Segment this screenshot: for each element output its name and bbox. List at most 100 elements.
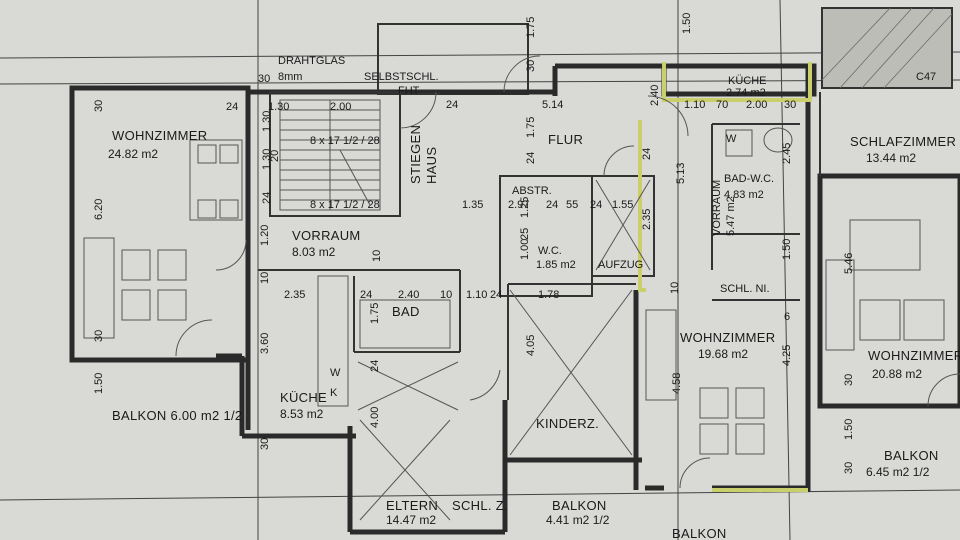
note-c47: C47 [916, 71, 936, 83]
area-kueche-left: 8.53 m2 [280, 407, 324, 421]
note-k-left: K [330, 387, 338, 399]
room-wohnzimmer-right: WOHNZIMMER [680, 330, 775, 345]
area-balkon-mid: 4.41 m2 1/2 [546, 513, 610, 527]
note-selbstschl: SELBSTSCHL. [364, 71, 439, 83]
furniture-left [83, 139, 451, 407]
dim: 10 [669, 282, 681, 294]
elevator-shaft [357, 179, 651, 521]
dim: 1.25 [519, 197, 531, 218]
dim: 5.13 [675, 163, 687, 184]
area-wohnzimmer-left: 24.82 m2 [108, 147, 158, 161]
area-bad-wc-right: 4.83 m2 [724, 189, 764, 201]
area-schlafzimmer-far: 13.44 m2 [866, 151, 916, 165]
dim: 24 [641, 148, 653, 160]
dim: 2.40 [649, 85, 661, 106]
dim: 5.14 [542, 99, 563, 111]
annotations: DRAHTGLAS 8mm SELBSTSCHL. FHT 8 x 17 1/2… [278, 55, 936, 399]
room-balkon-mid: BALKON [552, 498, 607, 513]
dim: 1.50 [681, 13, 693, 34]
room-kueche-left: KÜCHE [280, 390, 327, 405]
dim: 55 [566, 199, 578, 211]
dim: 20 [269, 150, 281, 162]
dim: 1.50 [93, 373, 105, 394]
room-kueche-right: KÜCHE [728, 75, 767, 87]
dim: 30 [525, 60, 537, 72]
dim: 24 [360, 289, 372, 301]
note-stair-top: 8 x 17 1/2 / 28 [310, 135, 380, 147]
room-wc: W.C. [538, 245, 562, 257]
dim: 5.46 [843, 253, 855, 274]
dim: 6.20 [93, 199, 105, 220]
furniture-right [645, 127, 945, 455]
room-vorraum-right: VORRAUM [711, 180, 723, 236]
note-fht: FHT [398, 85, 420, 97]
hatched-wall [821, 7, 953, 89]
room-balkon-left: BALKON 6.00 m2 1/2 [112, 408, 242, 423]
dim: 4.00 [369, 407, 381, 428]
staircase [279, 99, 381, 211]
dim: 24 [590, 199, 602, 211]
dim: 4.05 [525, 335, 537, 356]
dim: 1.10 [684, 99, 705, 111]
room-abstr: ABSTR. [512, 185, 552, 197]
dim: 24 [546, 199, 558, 211]
area-vorraum-right: 5.47 m2 [725, 196, 737, 236]
dim: 2.40 [398, 289, 419, 301]
room-vorraum-left: VORRAUM [292, 228, 361, 243]
dim: 2.00 [746, 99, 767, 111]
walls-left-unit [69, 85, 664, 535]
room-schlafzimmer-far: SCHLAFZIMMER [850, 134, 956, 149]
dim: 2.35 [284, 289, 305, 301]
dim: 2.35 [641, 209, 653, 230]
area-balkon-far: 6.45 m2 1/2 [866, 465, 930, 479]
note-w-left: W [330, 367, 341, 379]
dim: 30 [843, 462, 855, 474]
room-balkon-mid2: BALKON [672, 526, 727, 540]
room-eltern: ELTERN [386, 498, 438, 513]
dim: 70 [716, 99, 728, 111]
dim: 10 [259, 272, 271, 284]
dim: 30 [93, 330, 105, 342]
room-stiegen: STIEGEN [408, 125, 423, 184]
note-drahtglas: DRAHTGLAS [278, 55, 345, 67]
area-kueche-right: 2.74 m2 [726, 87, 766, 99]
dim: 24 [525, 152, 537, 164]
room-schl-ni: SCHL. NI. [720, 283, 770, 295]
room-schl-z: SCHL. Z. [452, 498, 508, 513]
dim: 10 [371, 250, 383, 262]
dim: 1.50 [843, 419, 855, 440]
dim: 25 [519, 228, 531, 240]
dim: 30 [843, 374, 855, 386]
dim: 30 [93, 100, 105, 112]
room-flur: FLUR [548, 132, 583, 147]
area-eltern: 14.47 m2 [386, 513, 436, 527]
room-wohnzimmer-far: WOHNZIMMER [868, 348, 960, 363]
note-w-right: W [726, 133, 737, 145]
room-aufzug: AUFZUG [598, 259, 643, 271]
dim: 1.78 [538, 289, 559, 301]
dim: 30 [784, 99, 796, 111]
dim: 1.50 [781, 239, 793, 260]
room-kinderz: KINDERZ. [536, 416, 599, 431]
dim: 1.75 [525, 17, 537, 38]
dim: 2.97 [508, 199, 529, 211]
dim: 1.30 [261, 111, 273, 132]
area-wohnzimmer-right: 19.68 m2 [698, 347, 748, 361]
dim: 4.25 [781, 345, 793, 366]
area-vorraum-left: 8.03 m2 [292, 245, 336, 259]
room-bad-wc-right: BAD-W.C. [724, 173, 774, 185]
dim: 1.00 [519, 239, 531, 260]
dim: 24 [446, 99, 458, 111]
highlight-outline [638, 62, 812, 492]
dim: 1.30 [261, 149, 273, 170]
dim: 3.60 [259, 333, 271, 354]
dim: 10 [440, 289, 452, 301]
room-balkon-far: BALKON [884, 448, 939, 463]
room-wohnzimmer-left: WOHNZIMMER [112, 128, 207, 143]
dim: 30 [259, 438, 271, 450]
dim: 4.58 [671, 373, 683, 394]
dim: 24 [261, 192, 273, 204]
dim: 1.75 [369, 303, 381, 324]
dim: 1.75 [525, 117, 537, 138]
